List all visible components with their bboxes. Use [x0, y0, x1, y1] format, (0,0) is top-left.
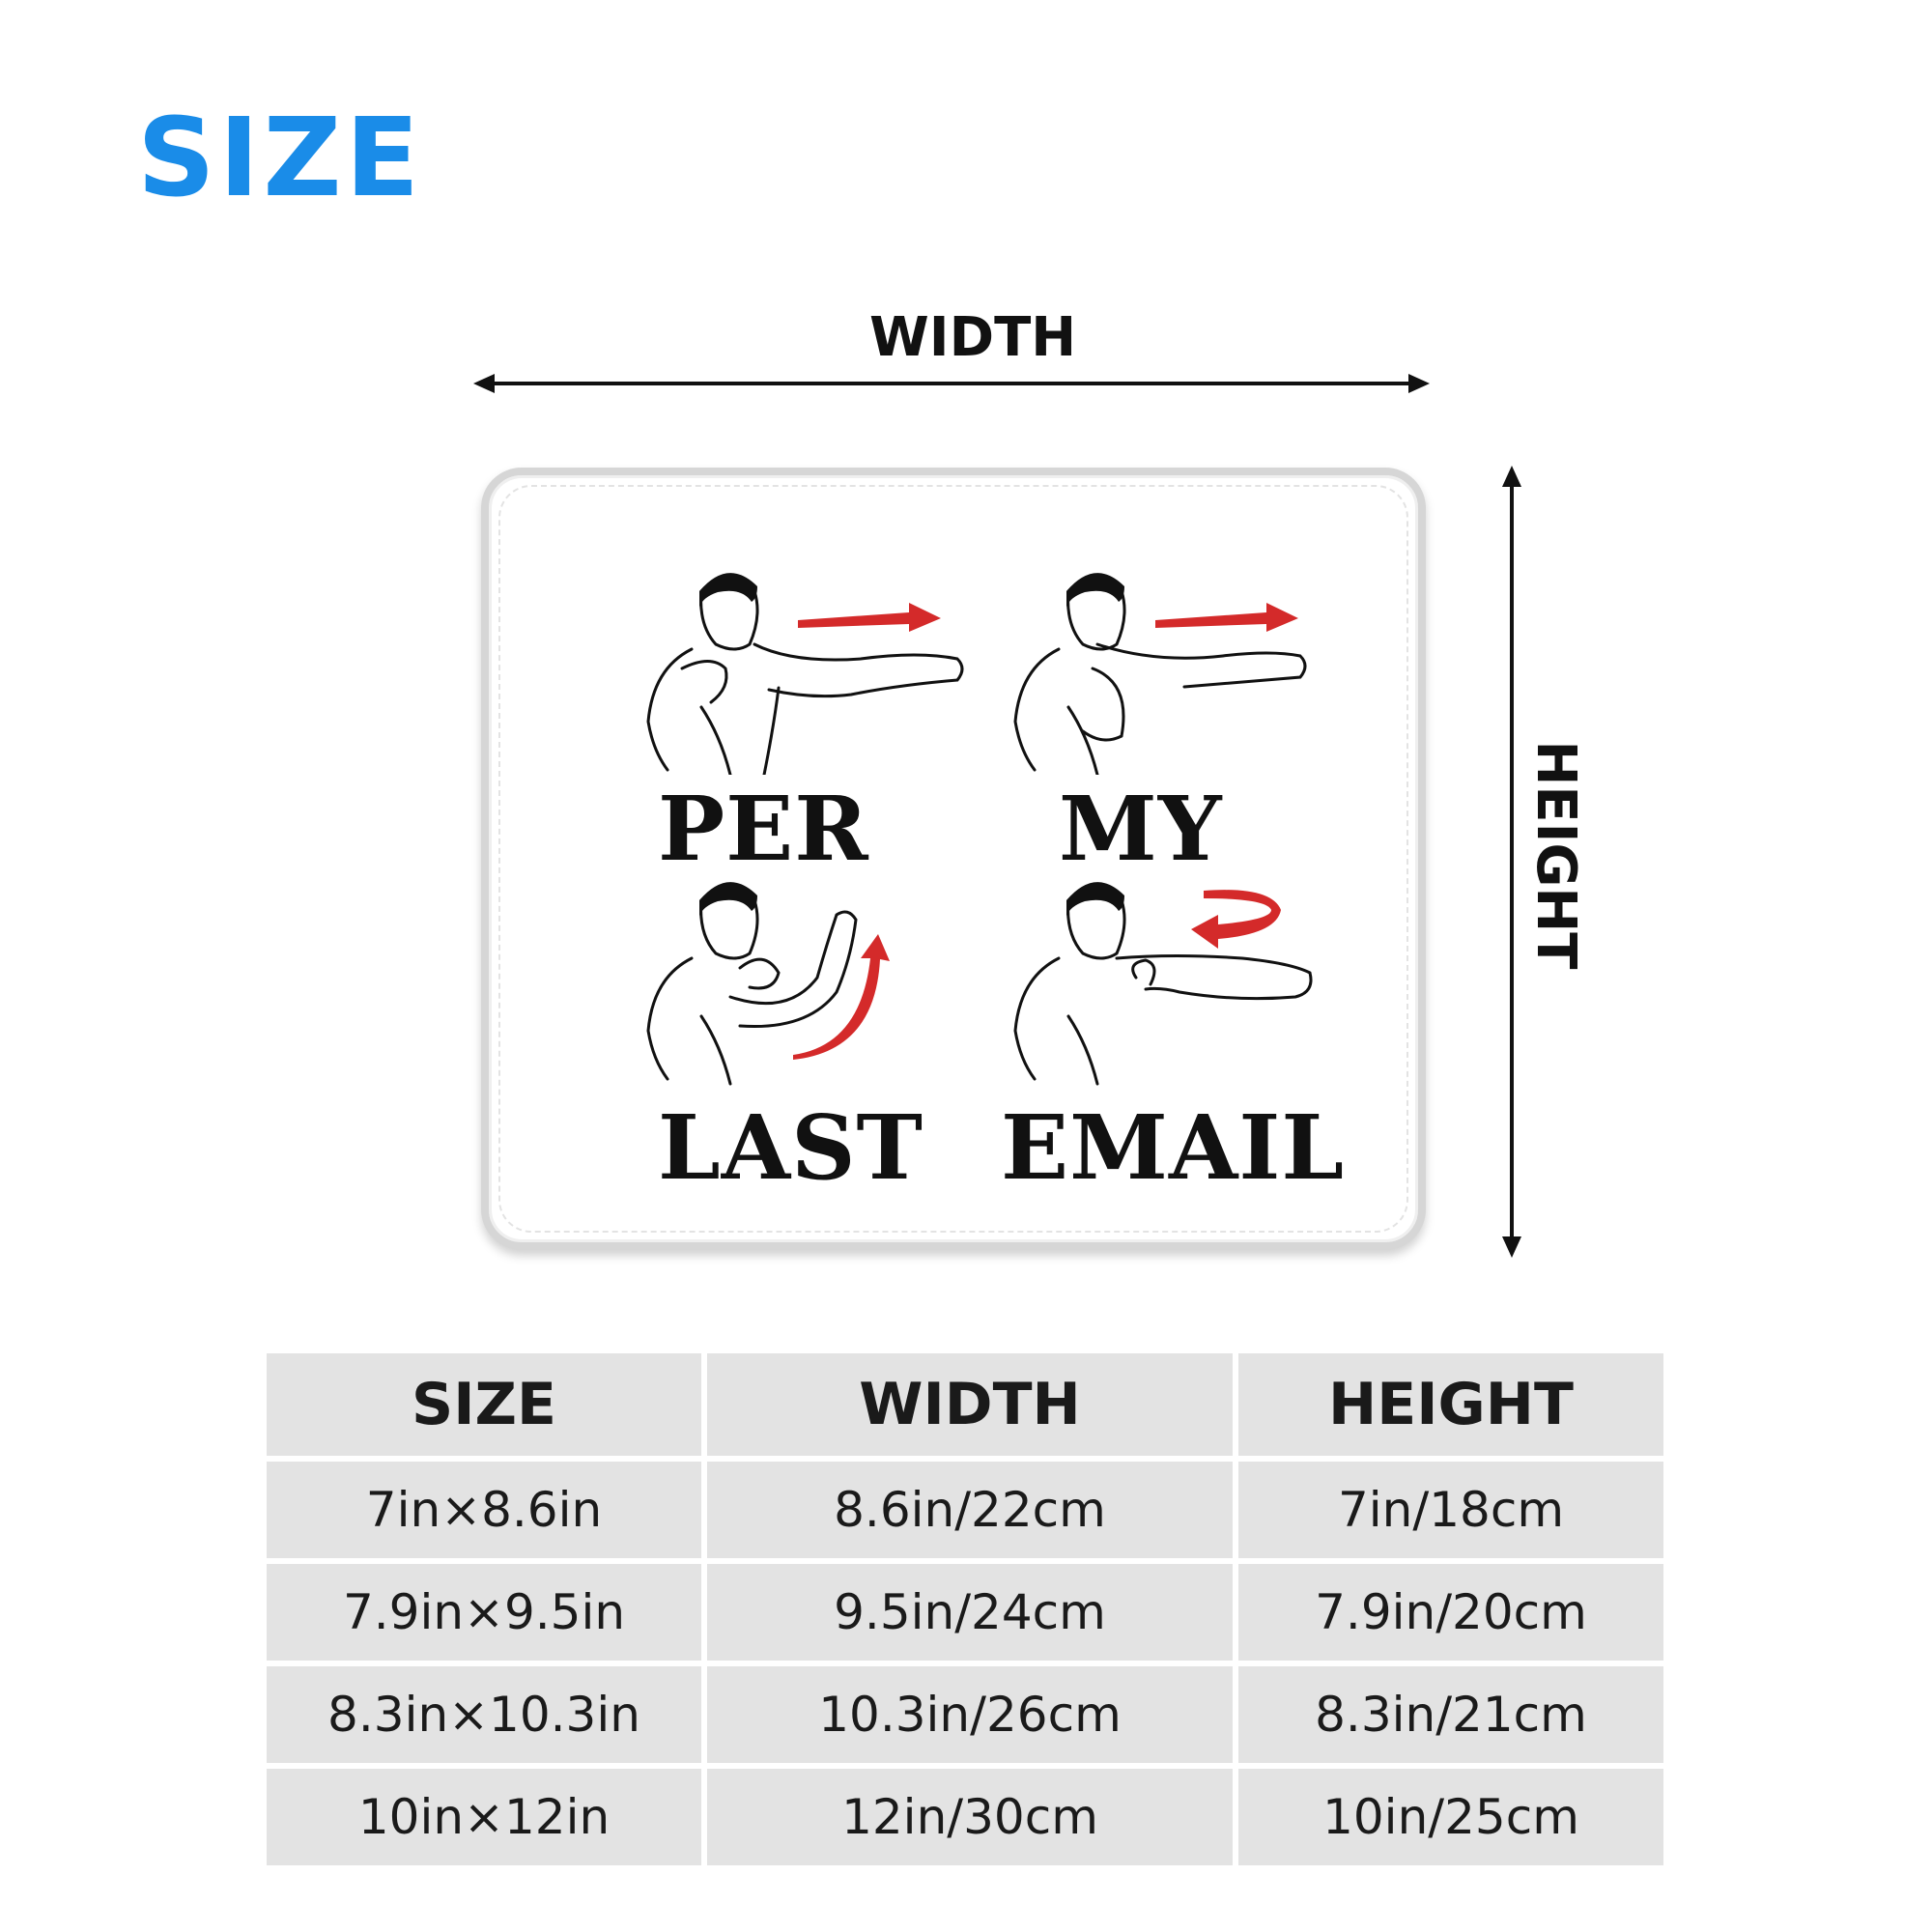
cell-width: 12in/30cm: [707, 1769, 1233, 1865]
cell-height: 7.9in/20cm: [1238, 1564, 1663, 1661]
table-row: 10in×12in 12in/30cm 10in/25cm: [267, 1769, 1663, 1865]
word-per: PER: [658, 777, 869, 881]
cell-size: 7in×8.6in: [267, 1462, 701, 1558]
width-arrow: [473, 374, 1430, 393]
boxer-figure-jab: [646, 573, 964, 775]
cell-size: 10in×12in: [267, 1769, 701, 1865]
table-row: 7in×8.6in 8.6in/22cm 7in/18cm: [267, 1462, 1663, 1558]
boxer-figure-hook: [1013, 882, 1313, 1086]
cell-size: 7.9in×9.5in: [267, 1564, 701, 1661]
table-row: 7.9in×9.5in 9.5in/24cm 7.9in/20cm: [267, 1564, 1663, 1661]
cell-height: 7in/18cm: [1238, 1462, 1663, 1558]
cell-size: 8.3in×10.3in: [267, 1666, 701, 1763]
cell-height: 8.3in/21cm: [1238, 1666, 1663, 1763]
word-my: MY: [1059, 777, 1223, 881]
height-label: HEIGHT: [1524, 740, 1587, 970]
header-width: WIDTH: [707, 1353, 1233, 1456]
boxer-figure-uppercut: [646, 882, 890, 1086]
height-arrow: [1502, 466, 1521, 1258]
page-title: SIZE: [137, 96, 424, 221]
cell-width: 10.3in/26cm: [707, 1666, 1233, 1763]
table-header-row: SIZE WIDTH HEIGHT: [267, 1353, 1663, 1456]
word-email: EMAIL: [1001, 1095, 1346, 1200]
stitched-edge: [498, 485, 1408, 1233]
cell-width: 9.5in/24cm: [707, 1564, 1233, 1661]
red-circular-arrow-icon: [1191, 890, 1281, 949]
width-label: WIDTH: [869, 306, 1077, 369]
header-size: SIZE: [267, 1353, 701, 1456]
red-arrow-icon: [798, 603, 941, 632]
boxer-figure-cross: [1013, 573, 1307, 775]
red-curved-arrow-icon: [793, 934, 890, 1060]
mousepad-preview: PER MY LAST: [481, 468, 1426, 1250]
size-table: SIZE WIDTH HEIGHT 7in×8.6in 8.6in/22cm 7…: [261, 1348, 1669, 1871]
cell-width: 8.6in/22cm: [707, 1462, 1233, 1558]
table-row: 8.3in×10.3in 10.3in/26cm 8.3in/21cm: [267, 1666, 1663, 1763]
cell-height: 10in/25cm: [1238, 1769, 1663, 1865]
word-last: LAST: [658, 1095, 923, 1200]
red-arrow-icon: [1155, 603, 1298, 632]
header-height: HEIGHT: [1238, 1353, 1663, 1456]
